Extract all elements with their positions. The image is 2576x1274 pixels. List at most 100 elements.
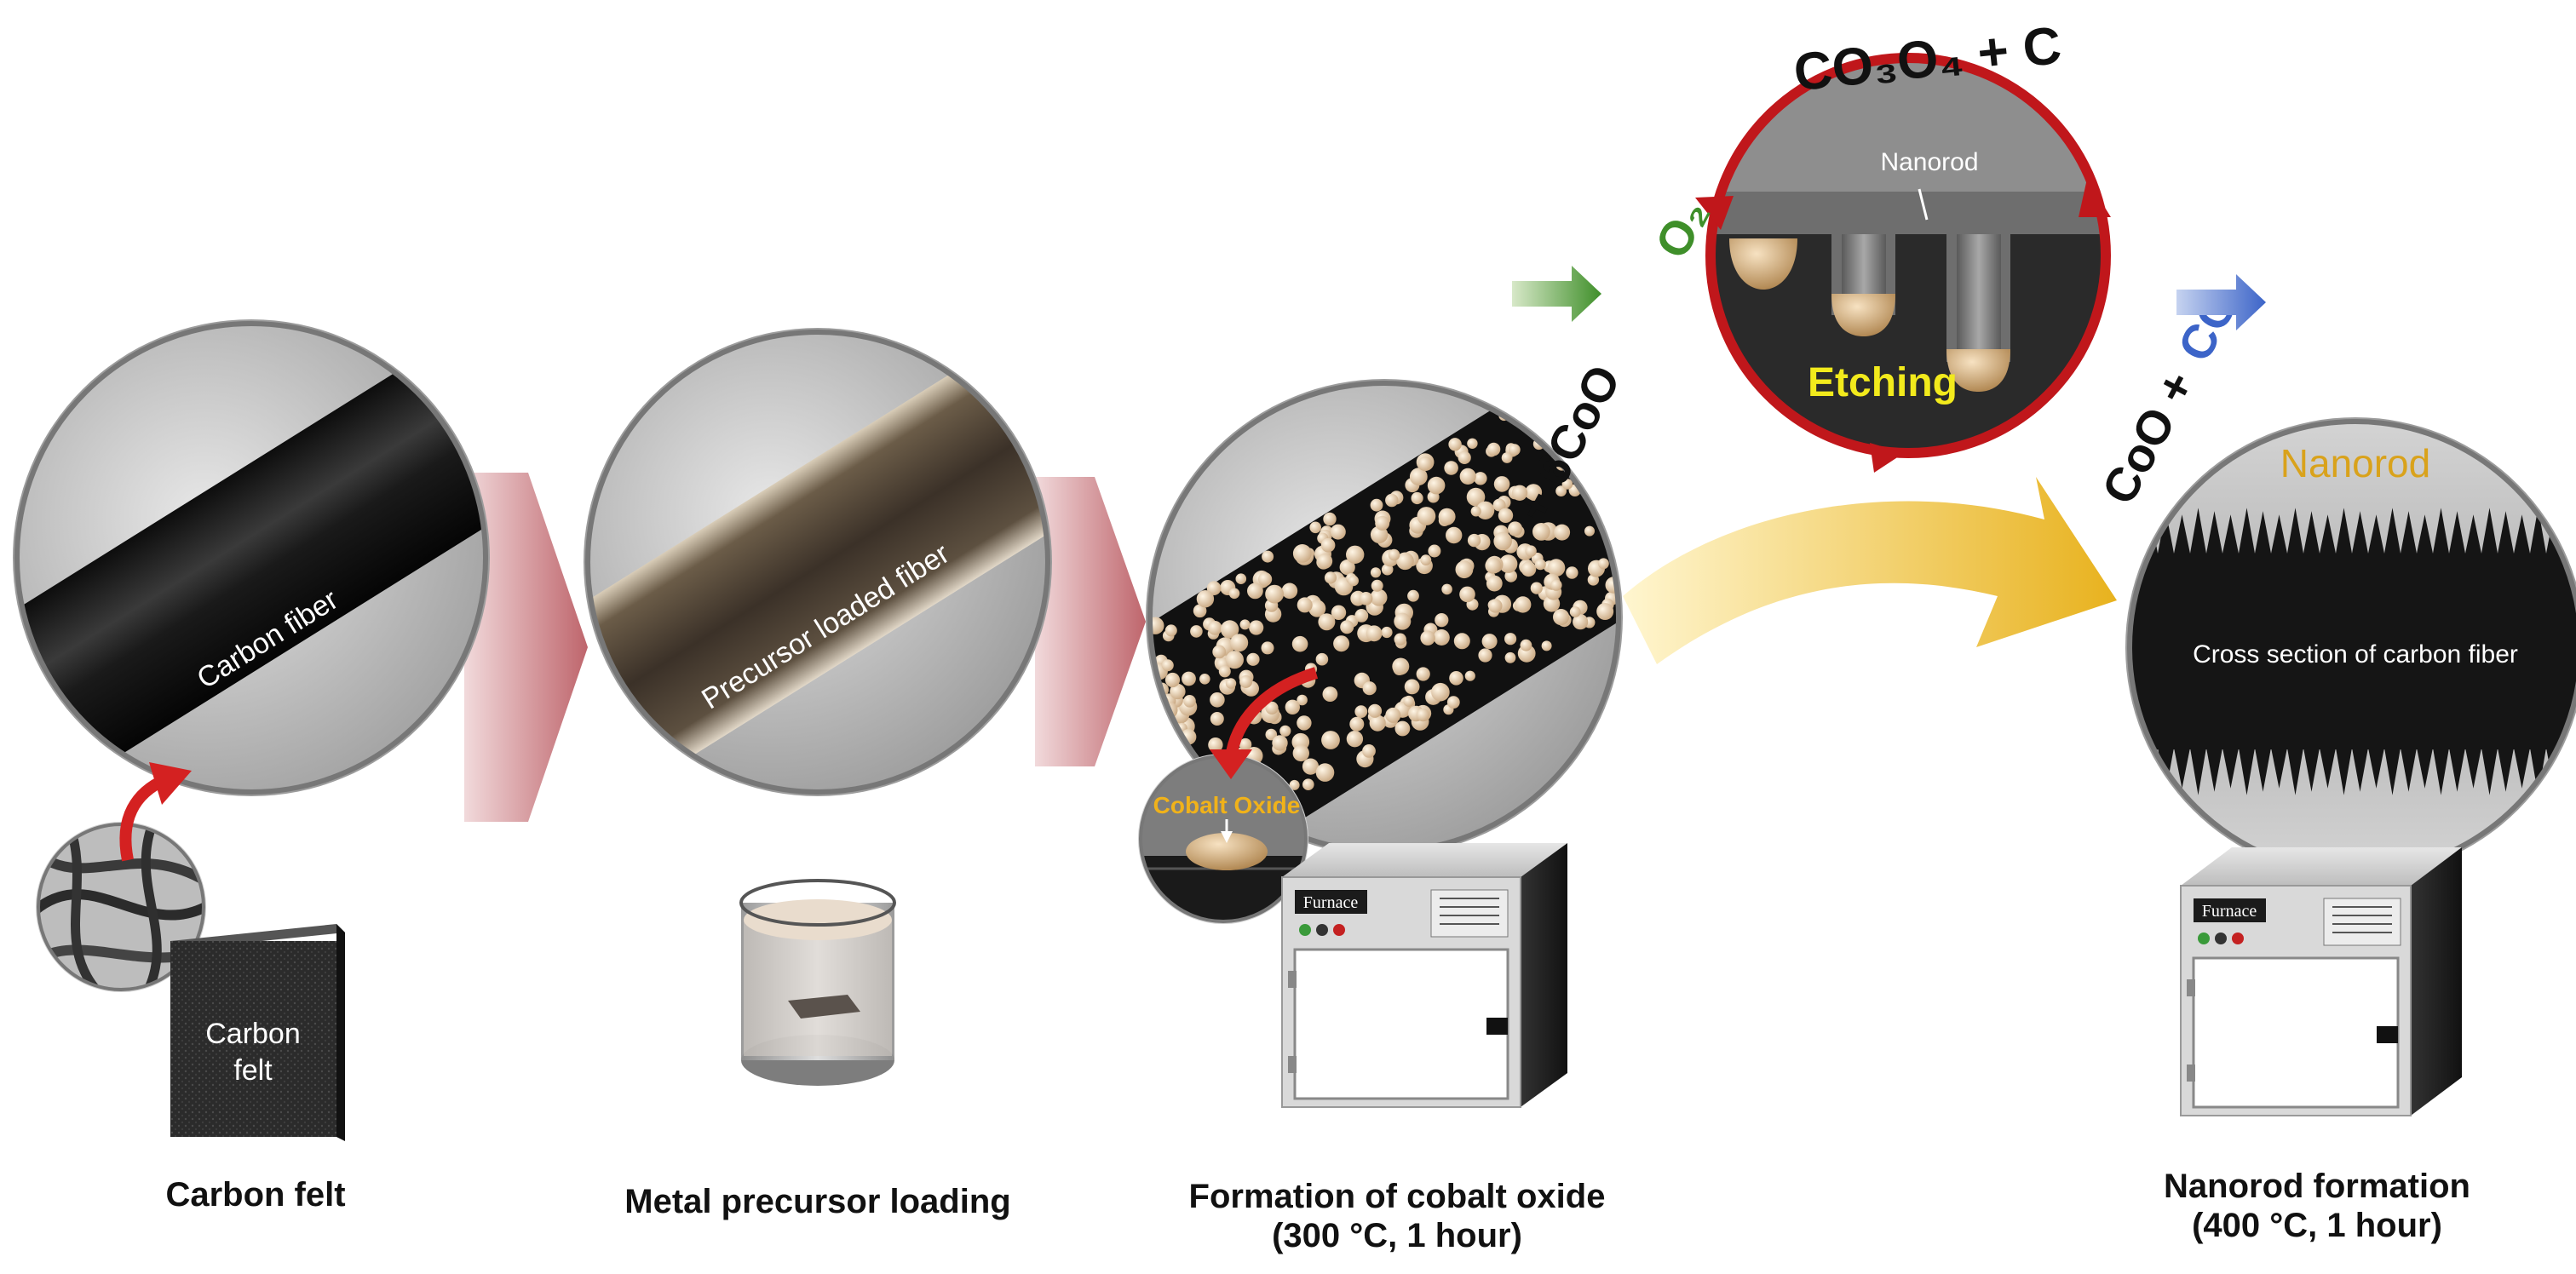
oxide-bead: [1381, 626, 1393, 639]
oxide-bead: [1362, 681, 1377, 696]
carbon-fiber-circle: Carbon fiber: [13, 319, 490, 796]
oxide-bead: [1297, 597, 1313, 613]
oxide-bead: [1584, 525, 1595, 537]
oxide-bead: [1262, 550, 1274, 563]
caption-nanorod-line2: (400 °C, 1 hour): [2192, 1207, 2442, 1244]
oxide-bead: [1392, 657, 1410, 675]
nanorod-spike: [2417, 514, 2433, 554]
precursor-beaker: [739, 879, 896, 1086]
oxide-bead: [1346, 545, 1365, 564]
oxide-bead: [1417, 507, 1436, 525]
oxide-bead: [1467, 438, 1478, 449]
nanorod-spike: [2384, 508, 2401, 554]
oxide-bead: [1613, 469, 1619, 481]
oxide-bead: [1466, 487, 1486, 507]
oxide-bead: [1485, 557, 1502, 574]
oxide-bead: [1220, 620, 1239, 639]
nanorod-spike: [2320, 748, 2336, 789]
flow-arrow-2: [1035, 477, 1146, 766]
oxide-bead: [1541, 640, 1552, 651]
nanorod-spike: [2368, 748, 2384, 789]
oxide-bead: [1320, 537, 1336, 553]
oxide-bead: [1411, 491, 1423, 505]
nanorod-spike: [2465, 514, 2481, 554]
nanorod-spike: [2384, 748, 2401, 795]
oxide-bead: [1646, 488, 1658, 500]
oxide-bead: [1569, 606, 1581, 617]
nanorod-spike: [2352, 748, 2368, 792]
nanorod-spike: [2239, 748, 2255, 795]
oxide-bead: [1246, 652, 1260, 666]
oxide-bead: [1547, 559, 1566, 577]
oxide-bead: [1597, 484, 1613, 499]
oxide-bead: [1235, 573, 1247, 584]
oxide-bead: [1281, 582, 1298, 600]
nanorod-spike: [2514, 514, 2530, 554]
oxide-bead: [1128, 693, 1140, 705]
nanorod-spike: [2530, 508, 2546, 554]
nanorod-spike: [2368, 514, 2384, 554]
oxide-bead: [1427, 476, 1446, 495]
oxide-bead: [1520, 639, 1532, 651]
cycle-nanorod-label: Nanorod: [1880, 148, 1978, 176]
oxide-bead: [1218, 665, 1231, 678]
nanorod-spike: [2352, 511, 2368, 554]
nanorod-spike: [2417, 748, 2433, 789]
nanorod-spike: [2498, 748, 2514, 792]
oxide-bead: [1371, 579, 1383, 592]
oxide-bead: [1618, 452, 1619, 463]
oxide-bead: [1417, 456, 1433, 471]
oxide-bead: [1624, 486, 1637, 499]
oxide-bead: [1321, 731, 1340, 749]
nanorod-spike: [2255, 748, 2271, 792]
oxide-bead: [1291, 635, 1308, 652]
oxide-bead: [1228, 588, 1240, 600]
oxide-bead: [1501, 452, 1513, 463]
oxide-bead: [1555, 485, 1567, 496]
oxide-bead: [1354, 609, 1369, 623]
nanorod-spike: [2303, 511, 2320, 554]
oxide-bead: [1292, 744, 1310, 762]
oxide-bead: [1550, 579, 1562, 591]
nanorod-spike: [2190, 748, 2206, 795]
caption-nanorod-line1: Nanorod formation: [2164, 1168, 2470, 1205]
oxide-bead: [1297, 715, 1312, 731]
oxide-bead: [1618, 508, 1619, 519]
caption-cobalt-oxide-line1: Formation of cobalt oxide: [1188, 1178, 1606, 1215]
oxide-bead: [1508, 521, 1523, 537]
oxide-bead: [1449, 671, 1463, 686]
oxide-bead: [1537, 383, 1555, 399]
oxide-bead: [1444, 461, 1458, 475]
nanorod-spike: [2239, 508, 2255, 554]
caption-metal-precursor-text: Metal precursor loading: [624, 1183, 1011, 1220]
nanorod-spike: [2130, 748, 2142, 789]
oxide-bead: [1139, 669, 1150, 680]
oxide-bead: [1331, 605, 1347, 620]
oxide-bead: [1249, 620, 1264, 635]
oxide-bead: [1297, 694, 1308, 706]
oxide-bead: [1511, 485, 1528, 501]
o2-input-arrow: [1512, 266, 1601, 322]
oxide-bead: [1396, 552, 1414, 571]
oxide-bead: [1416, 667, 1430, 681]
nanorod-spike: [2206, 511, 2222, 554]
oxide-bead: [1161, 659, 1174, 672]
oxide-bead: [1640, 529, 1653, 542]
caption-cobalt-oxide-line2: (300 °C, 1 hour): [1272, 1217, 1522, 1254]
oxide-bead: [1134, 686, 1145, 697]
nanorod-spike: [2320, 514, 2336, 554]
nanorod-spike: [2336, 748, 2352, 795]
nanorod-spike: [2562, 748, 2576, 789]
oxide-bead: [1308, 600, 1326, 617]
oxide-bead: [1385, 707, 1401, 723]
oxide-bead: [1206, 581, 1222, 595]
oxide-bead: [1370, 567, 1382, 578]
oxide-bead: [1388, 548, 1400, 561]
oxide-bead: [1617, 447, 1619, 460]
oxide-bead: [1330, 524, 1346, 540]
nanorod-spike: [2222, 748, 2239, 789]
etching-label: Etching: [1808, 360, 1958, 405]
oxide-bead: [1333, 635, 1350, 652]
oxide-bead: [1359, 592, 1373, 605]
felt-zoom-inset: [36, 822, 206, 992]
